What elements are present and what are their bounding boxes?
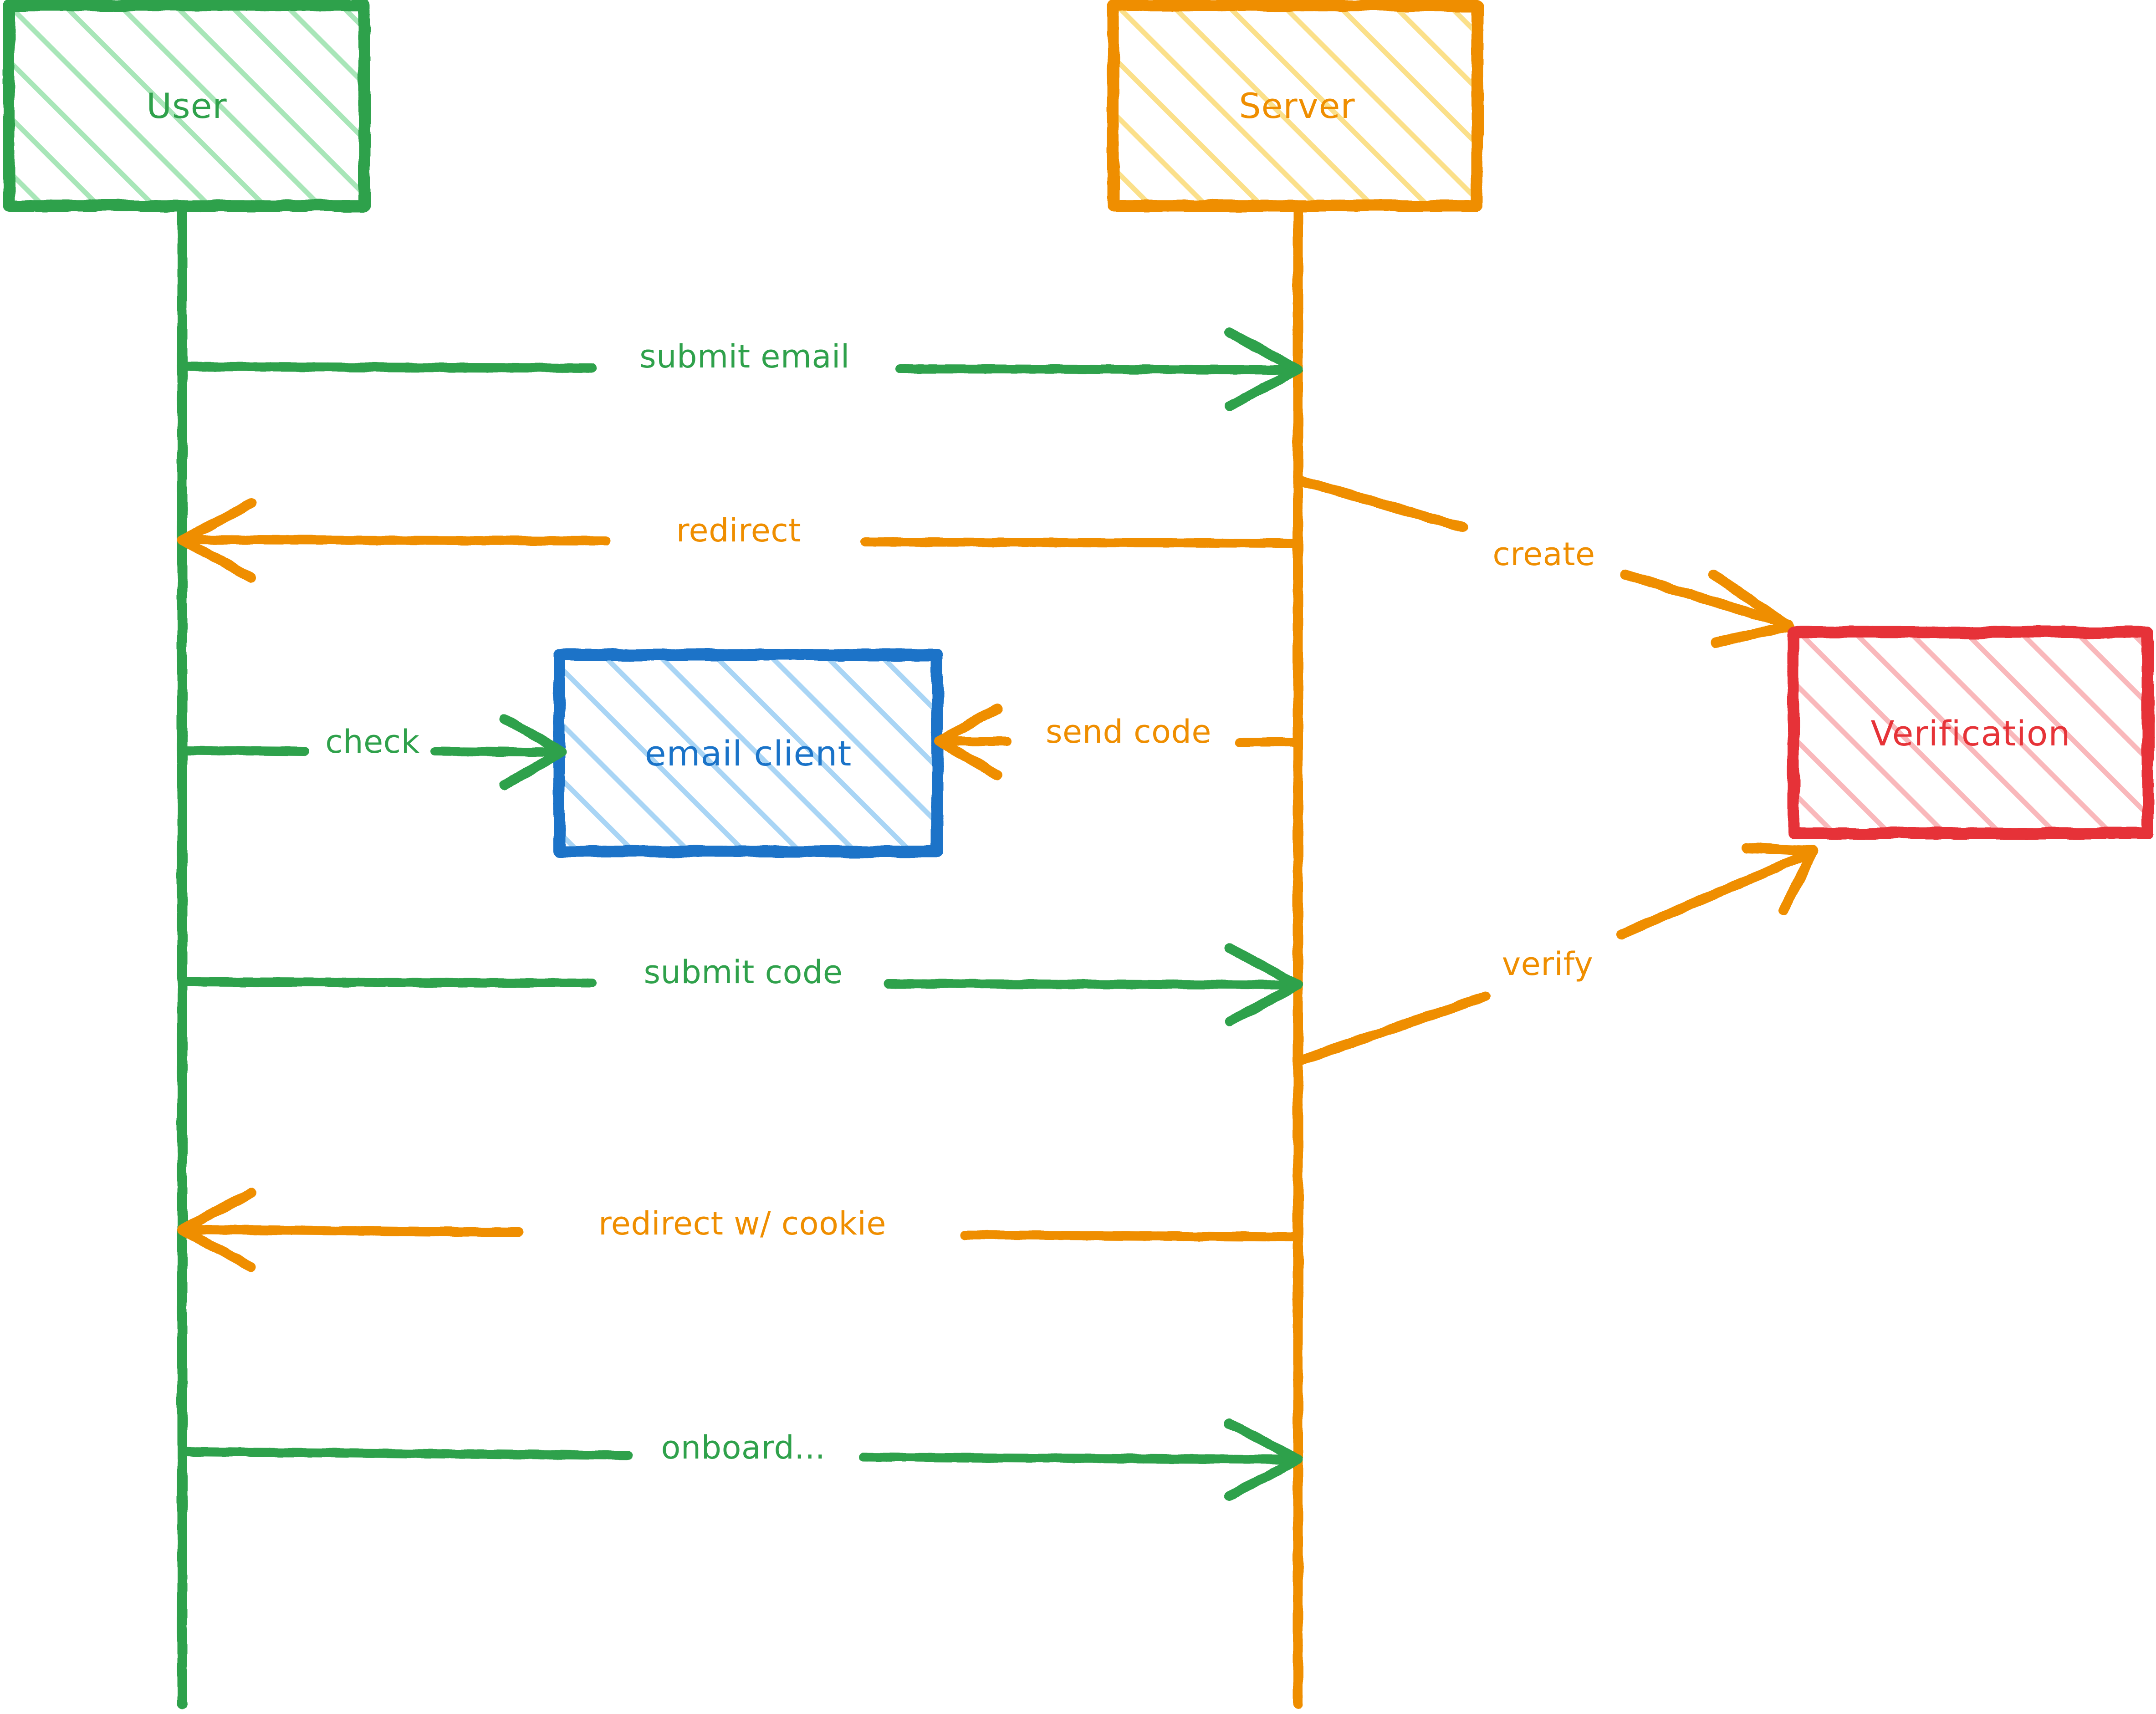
message-redirect-label: redirect (676, 512, 801, 549)
object-verification[interactable]: Verification (1788, 626, 2154, 839)
participant-server-border (1107, 0, 1483, 212)
object-email-client-label: email client (645, 733, 852, 774)
message-redirect-arrowhead (177, 498, 256, 582)
message-redirect-w-cookie-line-right (961, 1230, 1303, 1241)
message-onboard[interactable]: onboard... (178, 1418, 1303, 1501)
message-check-line-left (178, 746, 309, 756)
message-submit-code[interactable]: submit code (178, 943, 1303, 1026)
message-verify-arrowhead (1742, 843, 1819, 916)
participant-server-fill (1113, 5, 1477, 206)
message-check-arrowhead (500, 714, 567, 790)
message-verify-label: verify (1502, 945, 1594, 983)
message-send-code[interactable]: send code (934, 704, 1303, 780)
message-submit-code-label: submit code (644, 954, 843, 991)
message-redirect-w-cookie-label: redirect w/ cookie (598, 1205, 886, 1242)
message-submit-code-arrowhead (1225, 943, 1303, 1026)
message-check-label: check (325, 723, 419, 760)
object-verification-fill (1793, 632, 2148, 833)
message-onboard-line-left (178, 1447, 632, 1460)
message-create-line-upper (1295, 475, 1468, 532)
message-submit-email-line-left (178, 362, 597, 372)
message-check-line-right (430, 747, 566, 757)
message-submit-email[interactable]: submit email (178, 327, 1303, 411)
object-email-client-fill (559, 655, 937, 852)
message-verify-line-lower (1294, 991, 1491, 1066)
message-redirect-w-cookie-line-left (178, 1225, 524, 1237)
message-redirect-line-left (178, 535, 610, 546)
message-submit-email-line-right (895, 364, 1303, 374)
participant-user-fill (9, 5, 364, 206)
participant-server-label: Server (1239, 86, 1355, 126)
message-redirect-line-right (861, 537, 1303, 548)
message-onboard-label: onboard... (661, 1429, 825, 1466)
message-create-arrowhead (1708, 570, 1795, 647)
message-create-line-lower (1620, 570, 1794, 630)
participant-server[interactable]: Server (1107, 0, 1483, 212)
message-check[interactable]: check (178, 714, 567, 790)
object-verification-label: Verification (1870, 713, 2070, 754)
message-redirect[interactable]: redirect (177, 498, 1303, 582)
object-verification-border (1788, 626, 2154, 839)
message-send-code-label: send code (1046, 713, 1211, 750)
message-submit-email-arrowhead (1225, 327, 1303, 411)
participant-user-label: User (146, 86, 227, 126)
message-submit-code-line-right (884, 979, 1303, 990)
message-submit-code-line-left (178, 977, 597, 988)
message-redirect-w-cookie-arrowhead (177, 1188, 256, 1272)
message-submit-email-label: submit email (639, 338, 850, 375)
message-create[interactable]: create (1295, 475, 1795, 647)
message-verify-line-upper (1616, 847, 1817, 939)
message-send-code-arrowhead (934, 704, 1002, 780)
message-onboard-arrowhead (1225, 1418, 1303, 1501)
object-email-client[interactable]: email client (553, 649, 943, 857)
message-onboard-line-right (858, 1453, 1303, 1464)
message-verify[interactable]: verify (1294, 843, 1819, 1066)
message-create-label: create (1492, 536, 1595, 573)
participant-user-border (3, 0, 370, 212)
participant-user[interactable]: User (3, 0, 370, 212)
message-redirect-w-cookie[interactable]: redirect w/ cookie (177, 1188, 1303, 1272)
